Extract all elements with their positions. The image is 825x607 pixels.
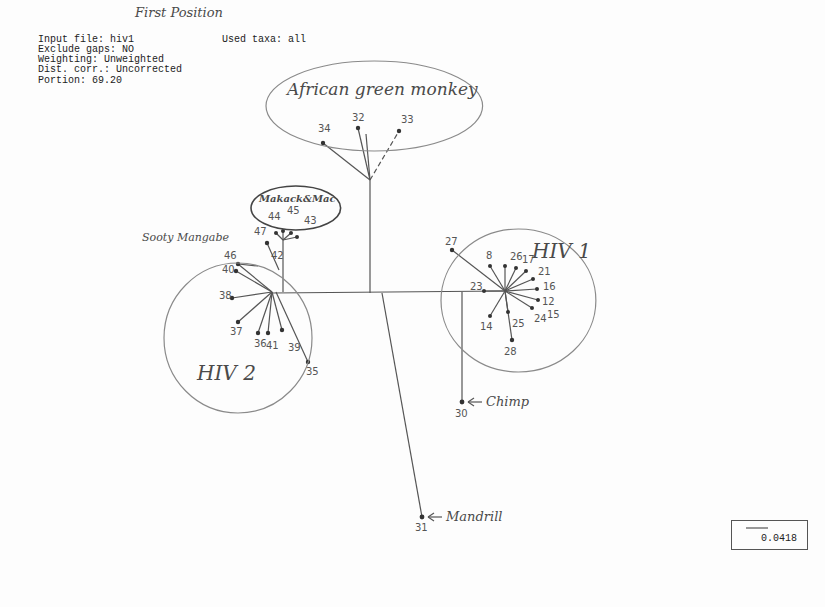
taxon-number: 28 — [504, 346, 517, 357]
node-text: HIV 1 — [532, 240, 591, 262]
parameter-text: Used taxa: all — [222, 34, 306, 45]
taxon-number: 42 — [271, 250, 284, 261]
parameter-text: Portion: 69.20 — [38, 75, 122, 86]
handwritten-label: First Position — [135, 6, 223, 20]
taxon-number: 47 — [254, 226, 267, 237]
outline-shape — [265, 60, 484, 152]
taxon-number: 15 — [547, 309, 560, 320]
taxon-number: 40 — [222, 264, 235, 275]
node-text: 0.0418 — [761, 533, 797, 544]
taxon-number: 12 — [542, 296, 555, 307]
taxon-number: 46 — [224, 250, 237, 261]
taxon-number: 8 — [486, 250, 492, 261]
handwritten-label: Mandrill — [446, 510, 502, 524]
taxon-number: 27 — [445, 236, 458, 247]
handwritten-label: Chimp — [486, 395, 529, 409]
taxon-number: 21 — [538, 266, 551, 277]
taxon-number: 45 — [287, 205, 300, 216]
taxon-number: 44 — [268, 211, 281, 222]
scale-box: 0.0418 — [731, 520, 808, 550]
taxon-number: 14 — [480, 321, 493, 332]
taxon-number: 36 — [254, 338, 267, 349]
outline-path — [266, 61, 483, 151]
parameter-text: Exclude gaps: NO — [38, 44, 134, 55]
node-text: African green monkey — [287, 80, 478, 99]
taxon-number: 25 — [512, 318, 525, 329]
taxon-number: 35 — [306, 366, 319, 377]
outline-shape — [163, 262, 313, 414]
outline-path — [164, 263, 312, 413]
taxon-number: 32 — [352, 112, 365, 123]
taxon-number: 30 — [455, 408, 468, 419]
cluster-outline: HIV 1 — [440, 228, 597, 373]
taxon-number: 26 — [510, 251, 523, 262]
cluster-outline: African green monkey — [265, 60, 484, 152]
taxon-number: 16 — [543, 281, 556, 292]
taxon-number: 39 — [288, 342, 301, 353]
taxon-number: 17 — [522, 254, 535, 265]
parameter-text: Input file: hiv1 — [38, 34, 134, 45]
node-text: Makack&Mac — [259, 193, 336, 204]
outline-path — [732, 521, 808, 550]
taxon-number: 37 — [230, 326, 243, 337]
taxon-number: 23 — [470, 281, 483, 292]
node-text: HIV 2 — [197, 362, 256, 384]
taxon-number: 24 — [534, 313, 547, 324]
parameter-text: Weighting: Unweighted — [38, 54, 164, 65]
parameter-text: Dist. corr.: Uncorrected — [38, 64, 182, 75]
taxon-number: 41 — [266, 340, 279, 351]
taxon-number: 33 — [401, 114, 414, 125]
taxon-number: 38 — [219, 290, 232, 301]
taxon-number: 34 — [318, 123, 331, 134]
outline-path — [251, 186, 341, 230]
handwritten-label: Sooty Mangabe — [142, 232, 229, 244]
taxon-number: 31 — [415, 522, 428, 533]
cluster-outline: HIV 2 — [163, 262, 313, 414]
taxon-number: 43 — [304, 215, 317, 226]
outline-path — [441, 229, 596, 372]
